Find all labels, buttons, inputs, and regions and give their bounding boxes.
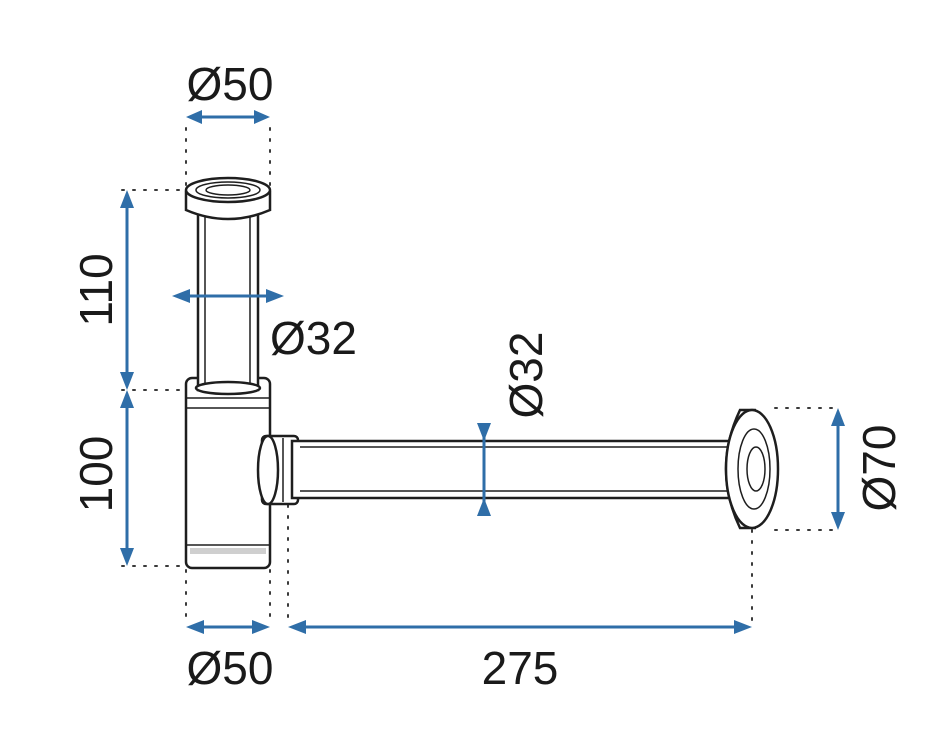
dim-wall-flange-diameter: Ø70	[853, 425, 905, 512]
siphon-part	[184, 176, 780, 570]
dim-body-diameter: Ø50	[187, 642, 274, 694]
dimension-lines	[120, 110, 845, 634]
dim-upper-tube-diameter: Ø32	[270, 312, 357, 364]
dim-outlet-length: 275	[482, 642, 559, 694]
dim-outlet-pipe-diameter: Ø32	[500, 332, 552, 419]
dim-top-inlet-diameter: Ø50	[187, 58, 274, 110]
dim-upper-tube-height: 110	[70, 253, 122, 326]
dim-body-height: 100	[70, 436, 122, 513]
outlet-pipe	[290, 439, 734, 500]
upper-tube	[196, 208, 260, 392]
